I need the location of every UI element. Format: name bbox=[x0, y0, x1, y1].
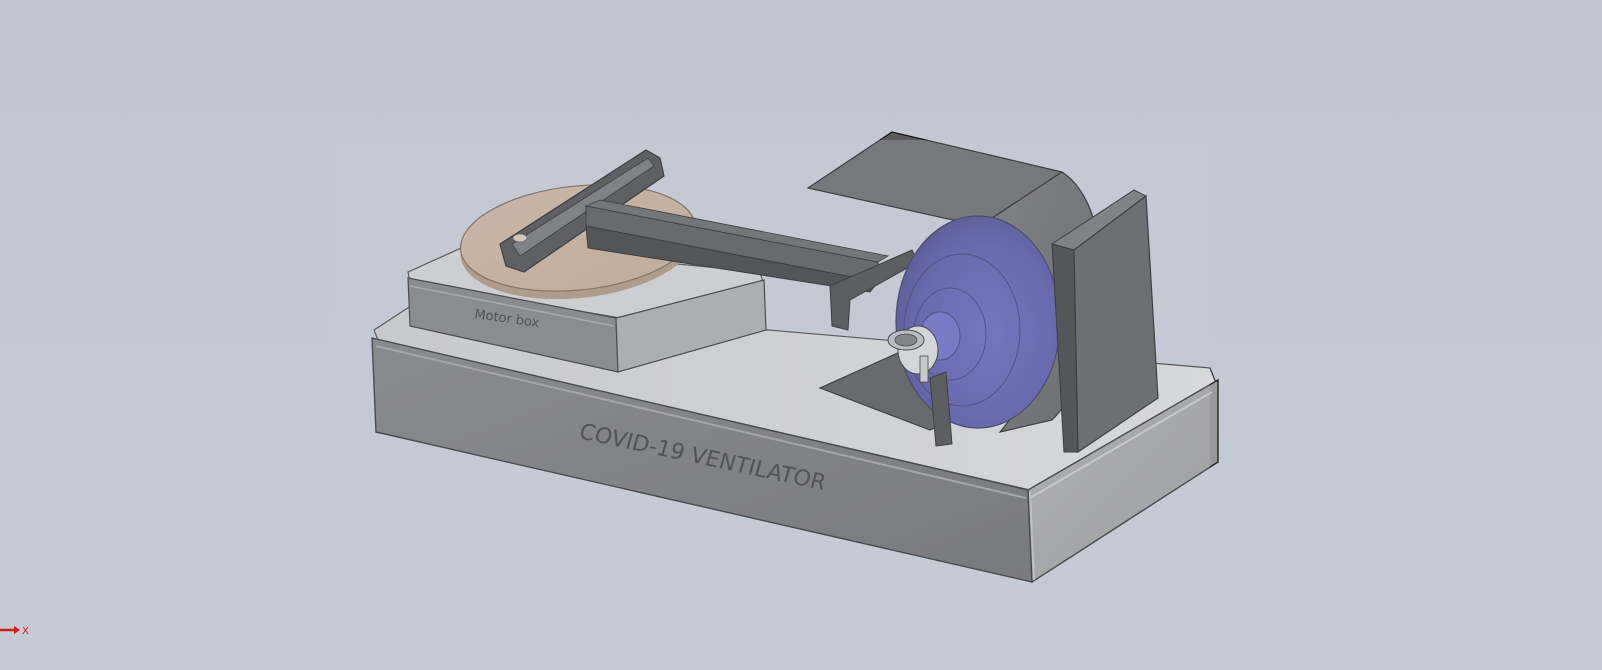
ambu-bag[interactable] bbox=[895, 215, 1061, 429]
valve-support-post[interactable] bbox=[929, 371, 953, 447]
axis-triad: X bbox=[0, 620, 40, 640]
push-rod[interactable] bbox=[584, 199, 919, 331]
crank-arm[interactable] bbox=[499, 149, 665, 273]
x-axis-label: X bbox=[22, 626, 29, 637]
back-plate[interactable] bbox=[1050, 189, 1159, 454]
bag-valve[interactable] bbox=[887, 325, 939, 383]
